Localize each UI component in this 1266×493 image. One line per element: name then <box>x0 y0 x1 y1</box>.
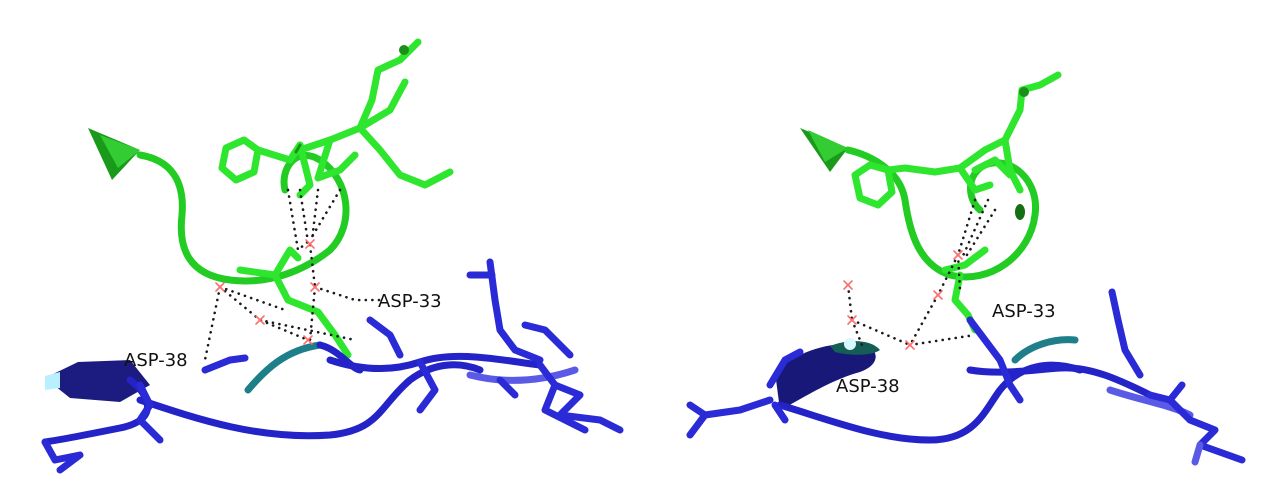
right-label-asp-38: ASP-38 <box>836 376 900 397</box>
right-waters <box>843 250 963 350</box>
left-blue-chain <box>41 258 624 474</box>
water-marker <box>847 315 857 325</box>
right-hbonds <box>846 198 997 347</box>
left-panel: ASP-33 ASP-38 <box>41 38 624 474</box>
water-marker <box>255 315 265 325</box>
right-label-asp-33: ASP-33 <box>992 301 1056 322</box>
water-marker <box>905 340 915 350</box>
water-marker <box>303 335 313 345</box>
right-green-sidechains <box>851 71 1062 334</box>
left-waters <box>215 239 320 345</box>
water-marker <box>843 280 853 290</box>
left-green-backbone <box>136 151 350 285</box>
water-marker <box>215 282 225 292</box>
right-blue-chain <box>686 288 1246 466</box>
water-marker <box>933 290 943 300</box>
left-label-asp-38: ASP-38 <box>124 350 188 371</box>
left-green-sidechains <box>218 38 454 359</box>
left-green-helix-arrow <box>88 128 140 180</box>
right-green-helix-arrow <box>800 128 848 172</box>
water-marker <box>310 282 320 292</box>
water-marker <box>305 239 315 249</box>
right-panel: ASP-33 ASP-38 <box>686 71 1246 466</box>
left-label-asp-33: ASP-33 <box>378 291 442 312</box>
water-marker <box>953 250 963 260</box>
